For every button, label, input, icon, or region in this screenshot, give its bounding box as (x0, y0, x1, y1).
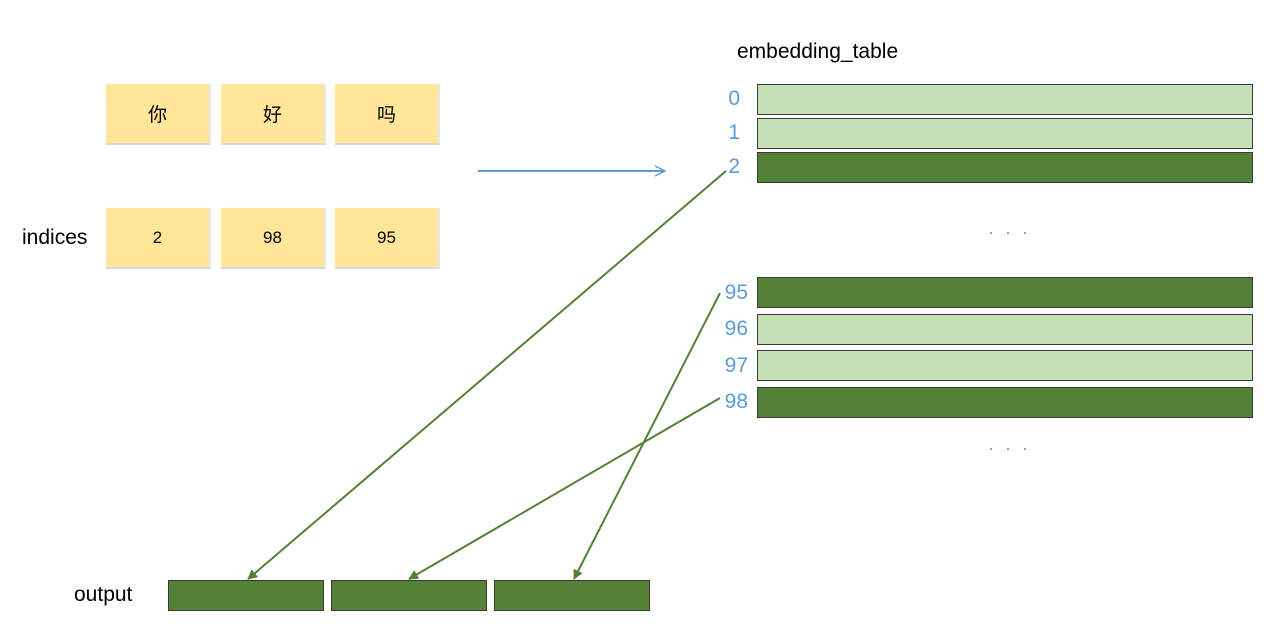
embedding-row-97 (757, 350, 1253, 381)
embedding-row-98 (757, 387, 1253, 418)
indices-label: indices (22, 226, 88, 249)
arrow-row95-to-output3 (573, 292, 721, 580)
index-cell-3: 95 (335, 208, 440, 269)
embedding-row-0 (757, 84, 1253, 115)
index-cell-1: 2 (106, 208, 211, 269)
embedding-row-1 (757, 118, 1253, 149)
embedding-table-title: embedding_table (737, 40, 899, 63)
embedding-row-96 (757, 314, 1253, 345)
token-cell-2: 好 (221, 84, 326, 145)
token-cell-1: 你 (106, 84, 211, 145)
output-label: output (74, 583, 133, 606)
token-cell-3: 吗 (335, 84, 440, 145)
table-ellipsis-bottom: · · · (988, 438, 1031, 458)
arrow-row98-to-output2 (408, 397, 721, 580)
row-index-98: 98 (724, 390, 748, 413)
arrow-row2-to-output1 (247, 170, 727, 580)
table-ellipsis-top: · · · (988, 222, 1031, 242)
row-index-96: 96 (724, 317, 748, 340)
output-vector-1 (168, 580, 324, 611)
row-index-0: 0 (728, 87, 740, 110)
row-index-2: 2 (728, 155, 740, 178)
embedding-row-95 (757, 277, 1253, 308)
row-index-95: 95 (724, 281, 748, 304)
embedding-row-2 (757, 152, 1253, 183)
row-index-97: 97 (724, 354, 748, 377)
index-cell-2: 98 (221, 208, 326, 269)
output-vector-3 (494, 580, 650, 611)
output-vector-2 (331, 580, 487, 611)
row-index-1: 1 (728, 121, 740, 144)
